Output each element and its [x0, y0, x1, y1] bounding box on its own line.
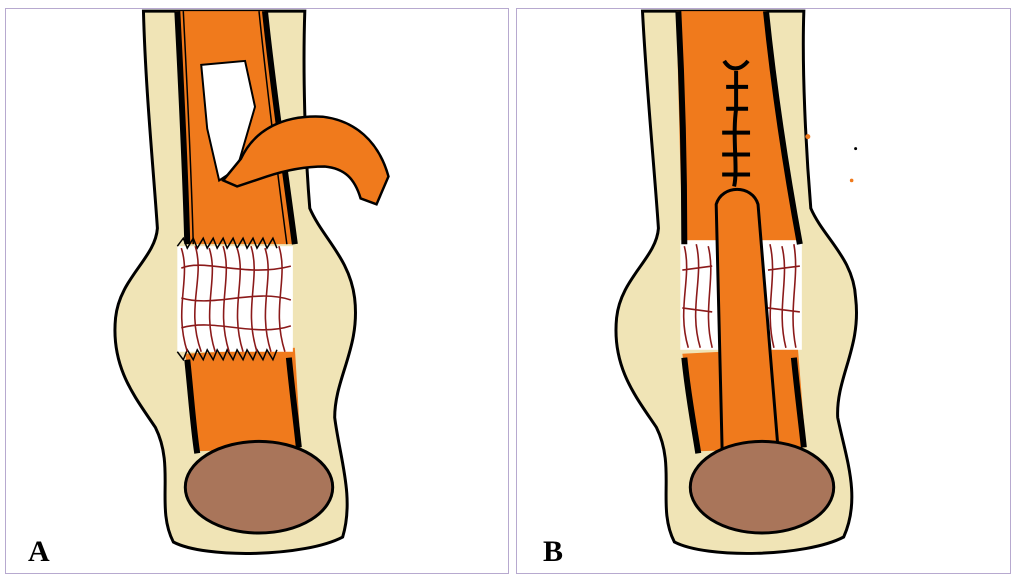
panel-b-illustration — [517, 9, 1010, 573]
panel-label: B — [543, 537, 563, 567]
speck — [850, 179, 854, 183]
bone-base — [690, 441, 833, 533]
vessel-lower — [185, 348, 301, 452]
speck — [805, 134, 810, 139]
panel-a-illustration — [6, 9, 508, 573]
speck — [854, 147, 857, 150]
panel-a: A — [5, 8, 509, 574]
panel-label: A — [28, 537, 50, 567]
graft-mesh — [177, 238, 293, 360]
panel-b: B — [516, 8, 1011, 574]
bone-base — [185, 441, 332, 533]
